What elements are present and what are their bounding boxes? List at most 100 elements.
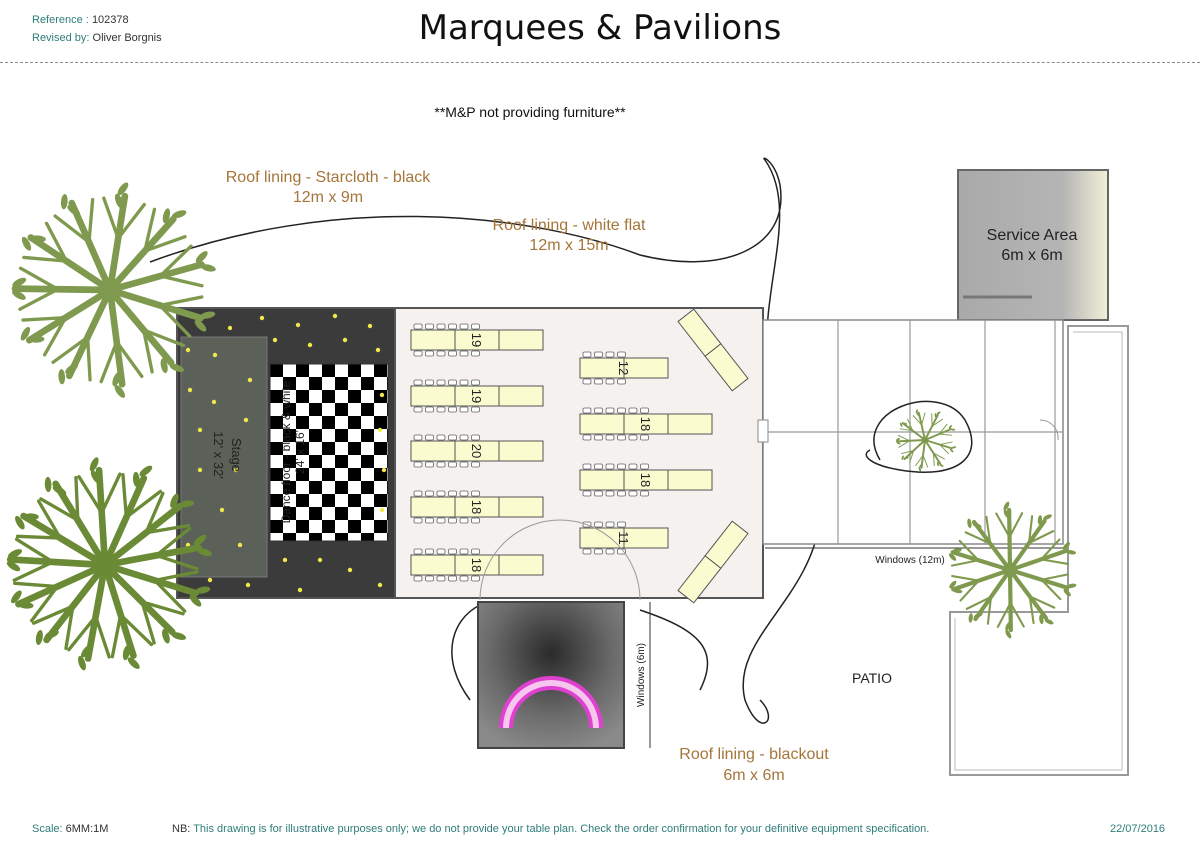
chair [413, 350, 423, 357]
table [498, 329, 544, 351]
chair [413, 323, 423, 330]
table-seat-count: 18 [469, 500, 484, 514]
chair [448, 548, 457, 555]
star-light [245, 582, 251, 588]
star-light [342, 337, 348, 343]
dance-floor [269, 363, 389, 542]
chair [425, 517, 434, 524]
chair [640, 490, 649, 497]
table-row: 18 [579, 407, 713, 441]
chair [459, 406, 469, 413]
dance-floor-label: Dance floor - black & white [279, 380, 293, 523]
stage-label: Stage [229, 438, 244, 472]
chair [628, 434, 638, 441]
chair [459, 323, 469, 330]
table-row: 11 [579, 521, 669, 555]
chair [448, 379, 457, 386]
chair [628, 407, 638, 414]
chair [582, 407, 592, 414]
chair [459, 434, 469, 441]
table [667, 413, 713, 435]
chair [436, 323, 446, 330]
roof-white-size: 12m x 15m [529, 237, 608, 254]
chair [594, 521, 603, 528]
chair [582, 548, 592, 555]
chair [605, 434, 615, 441]
angled-table [677, 520, 749, 604]
table-row: 18 [410, 548, 544, 582]
star-light [295, 322, 301, 328]
starcloth-lights [185, 313, 387, 593]
chair [471, 575, 480, 582]
chair [448, 461, 457, 468]
star-light [243, 417, 249, 423]
chair [425, 406, 434, 413]
chair [436, 517, 446, 524]
chair [640, 463, 649, 470]
chair [617, 463, 626, 470]
table-seat-count: 19 [469, 333, 484, 347]
table [667, 469, 713, 491]
chair [594, 434, 603, 441]
chair [425, 434, 434, 441]
table [498, 385, 544, 407]
chair [425, 350, 434, 357]
star-light [332, 313, 338, 319]
reference-line: Reference : 102378 [32, 14, 129, 26]
chair [471, 517, 480, 524]
door-swing [1039, 419, 1059, 441]
chair [448, 517, 457, 524]
chair [436, 461, 446, 468]
windows-6m-label: Windows (6m) [636, 643, 647, 707]
chair [471, 323, 480, 330]
chair [582, 378, 592, 385]
chair [459, 490, 469, 497]
table-seat-count: 20 [469, 444, 484, 458]
chair [471, 461, 480, 468]
chair [413, 379, 423, 386]
star-light [297, 587, 303, 593]
table [410, 440, 456, 462]
lining-loop [865, 400, 973, 473]
chair [448, 490, 457, 497]
header-divider [0, 62, 1200, 63]
chair [436, 548, 446, 555]
revised-label: Revised by: [32, 32, 90, 44]
star-light [377, 582, 383, 588]
chair [471, 434, 480, 441]
star-light [379, 392, 385, 398]
tree-icon [6, 457, 212, 671]
chair [582, 463, 592, 470]
page-title: Marquees & Pavilions [418, 8, 782, 48]
chair [582, 351, 592, 358]
table-row: 19 [410, 379, 544, 413]
chair [448, 350, 457, 357]
walkway-frame [763, 320, 1063, 544]
star-light [212, 352, 218, 358]
nb-label: NB: [172, 823, 191, 835]
table-row: 18 [579, 463, 713, 497]
chair [605, 463, 615, 470]
roof-blackout-label: Roof lining - blackout [679, 746, 829, 763]
star-light [381, 467, 387, 473]
chair [448, 406, 457, 413]
star-light [375, 347, 381, 353]
chair [582, 490, 592, 497]
star-light [367, 323, 373, 329]
table [704, 343, 749, 392]
roof-blackout-size: 6m x 6m [723, 767, 784, 784]
star-light [347, 567, 353, 573]
star-light [207, 577, 213, 583]
table-seat-count: 18 [638, 417, 653, 431]
angled-table [677, 308, 749, 392]
chair [605, 521, 615, 528]
chair [582, 434, 592, 441]
chair [448, 434, 457, 441]
star-light [379, 507, 385, 513]
chair [425, 575, 434, 582]
revised-value: Oliver Borgnis [92, 32, 162, 44]
roof-white-label: Roof lining - white flat [493, 217, 647, 234]
chair [413, 575, 423, 582]
chair [459, 517, 469, 524]
reference-label: Reference : [32, 14, 89, 26]
